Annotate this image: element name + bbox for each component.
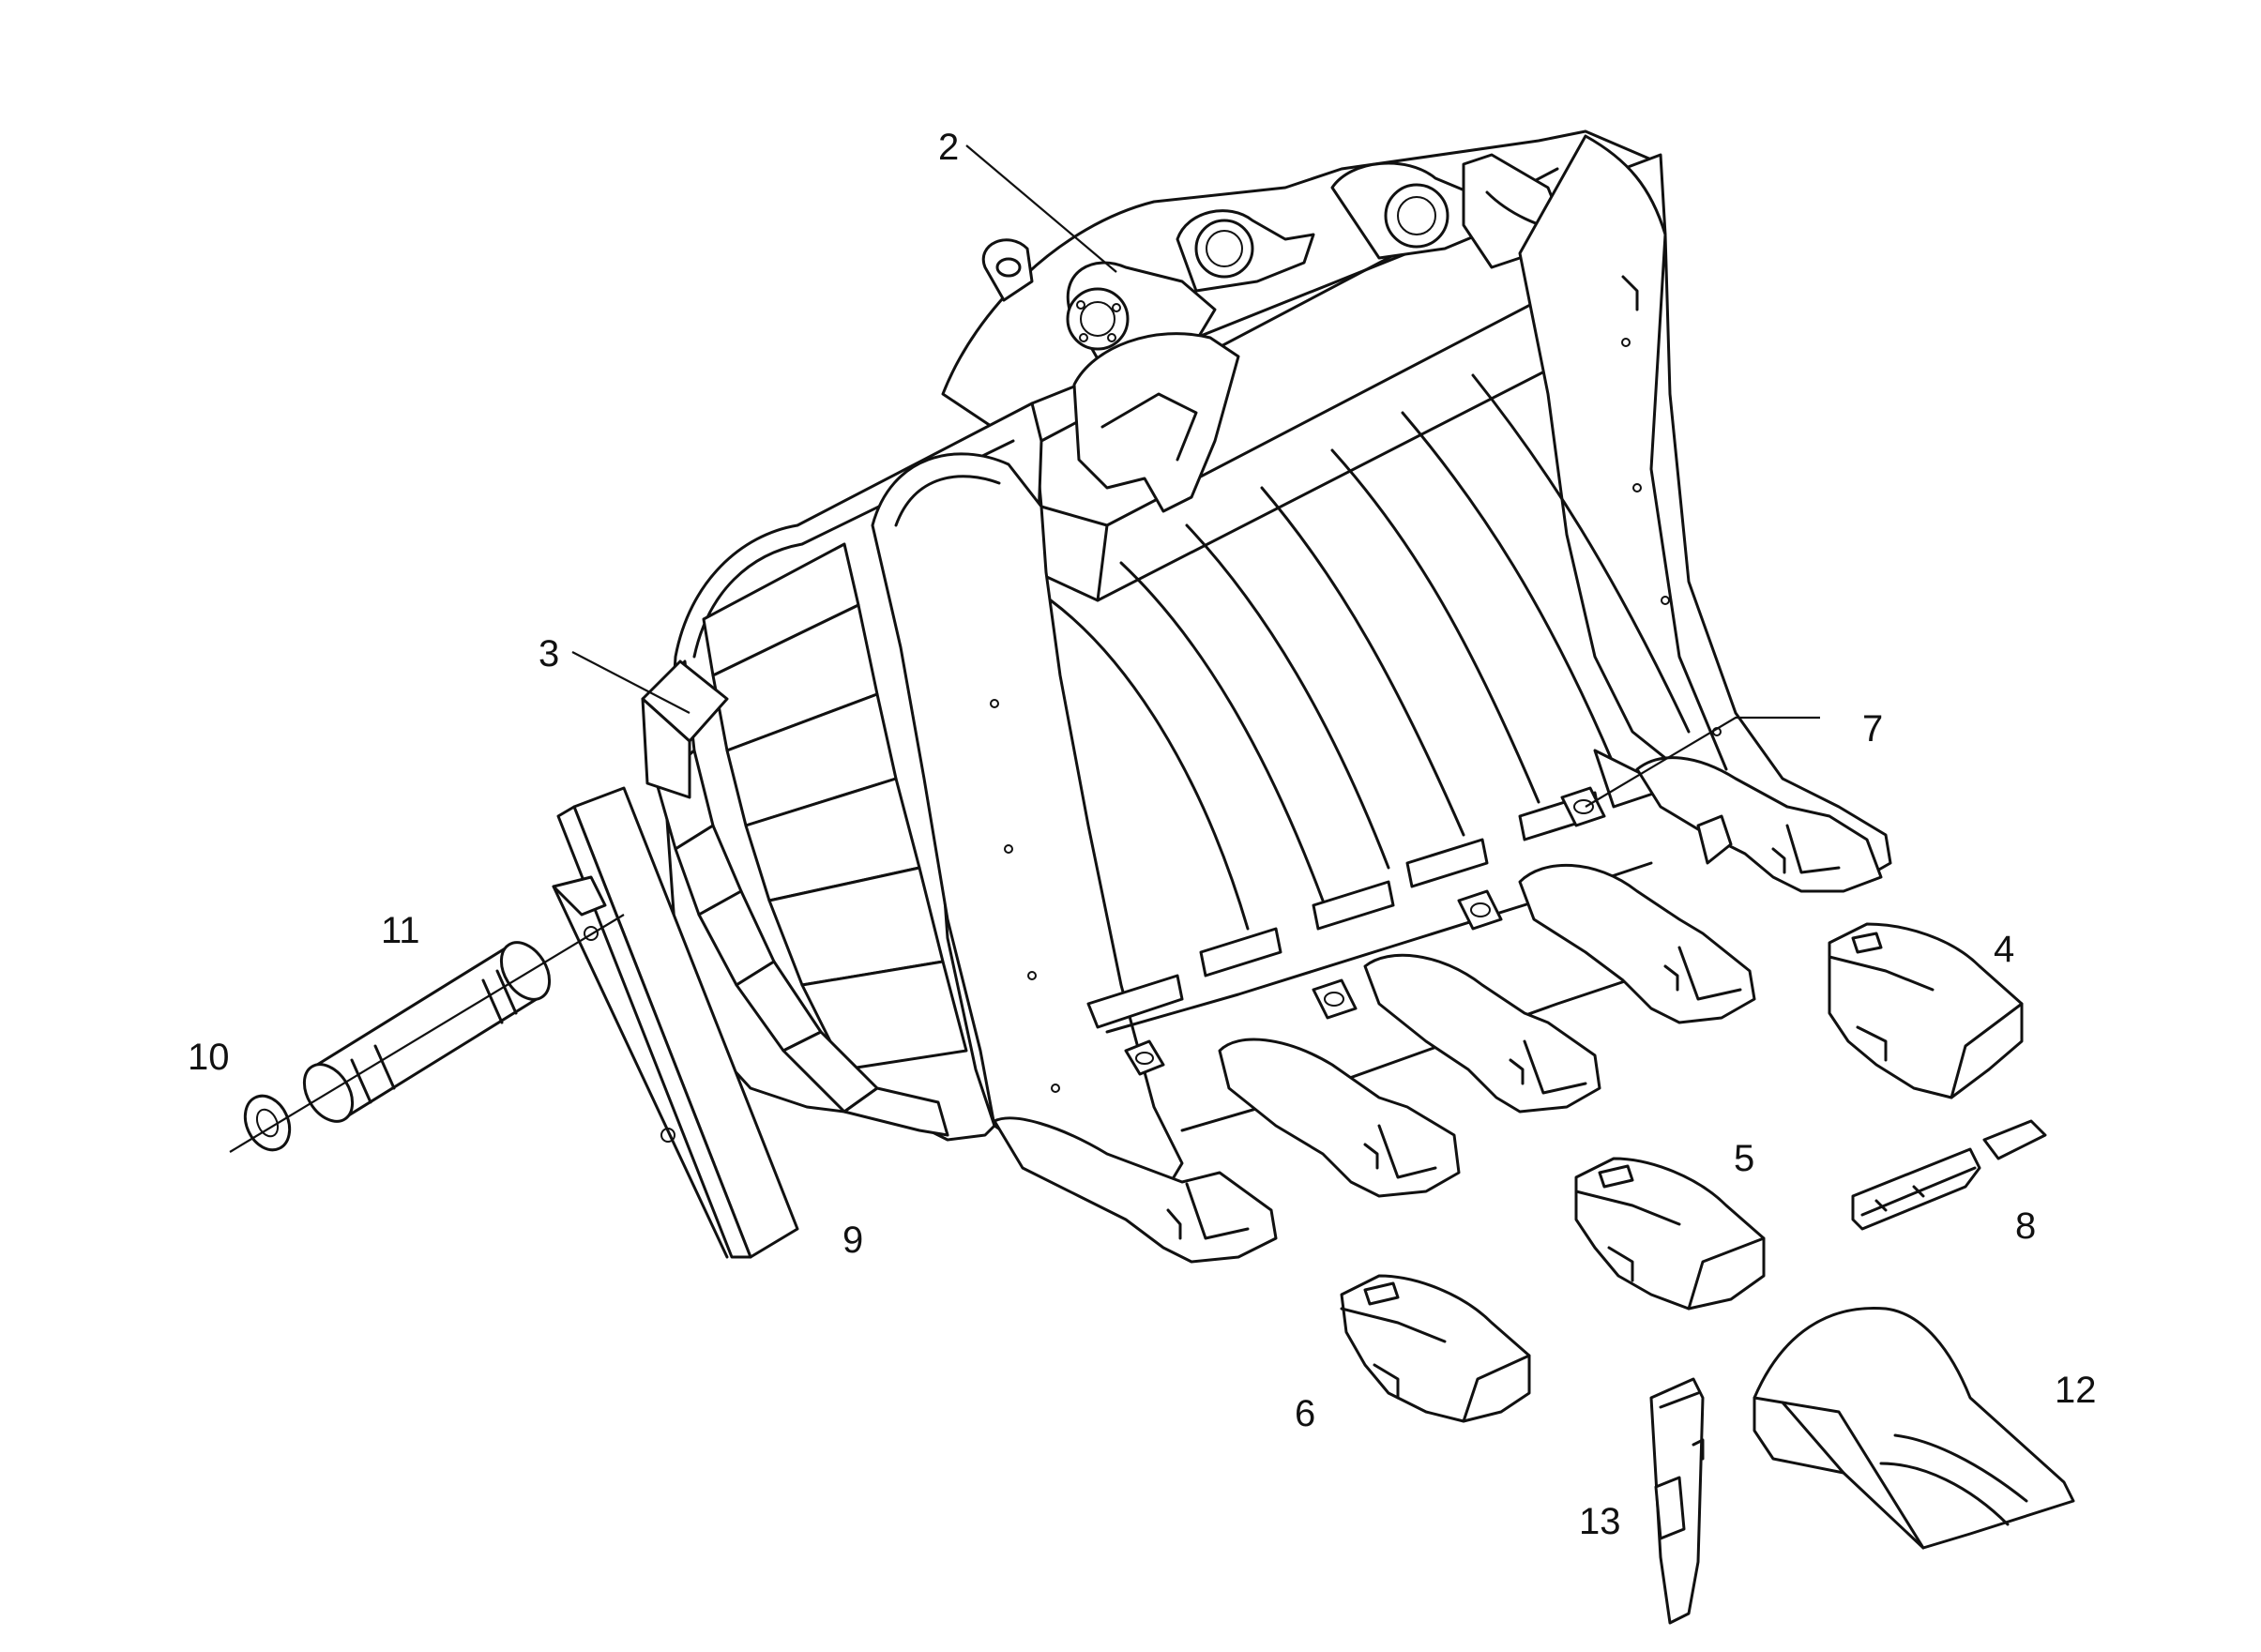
item-13-retainer <box>1649 1377 1705 1625</box>
item-9-side-bar <box>552 786 799 1259</box>
shroud-lock-callout-7 <box>1560 786 1606 827</box>
hinge-boss-right <box>1330 161 1503 260</box>
item-8-lock-pin <box>1851 1119 2047 1231</box>
item-4-tooth <box>1828 922 2024 1099</box>
callout-6: 6 <box>1295 1393 1315 1434</box>
tooth-adapters <box>993 756 1883 1264</box>
bucket-floor <box>1049 373 1691 1132</box>
callout-11: 11 <box>381 910 420 951</box>
callout-labels: 2 3 4 5 6 7 8 9 10 11 12 13 <box>188 127 2097 1542</box>
hinge-boss-mid <box>1176 209 1315 293</box>
callout-7: 7 <box>1862 708 1883 750</box>
leader-lines <box>571 144 1820 808</box>
callout-5: 5 <box>1734 1138 1754 1179</box>
item-3-wear-block <box>641 659 729 799</box>
shroud-locks <box>1124 786 1606 1076</box>
item-5-tooth <box>1574 1157 1766 1311</box>
item-10-washer <box>243 1094 292 1152</box>
callout-10: 10 <box>188 1037 230 1078</box>
item-11-pin <box>302 941 552 1123</box>
callout-9: 9 <box>842 1220 863 1261</box>
callout-12: 12 <box>2055 1370 2097 1411</box>
callout-8: 8 <box>2015 1205 2036 1247</box>
callout-2: 2 <box>938 127 959 168</box>
callout-13: 13 <box>1579 1501 1621 1542</box>
callout-3: 3 <box>539 633 559 674</box>
item-6-tooth <box>1340 1274 1531 1423</box>
callout-4: 4 <box>1994 929 2014 970</box>
right-side-plate <box>1518 134 1892 888</box>
bucket-body <box>941 129 1667 602</box>
item-12-tooth-point <box>1753 1306 2075 1550</box>
